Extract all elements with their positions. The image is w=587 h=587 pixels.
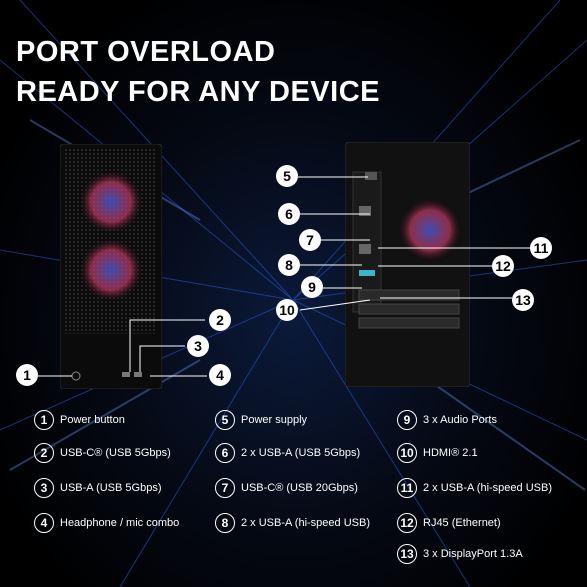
legend-item-8: 8 2 x USB-A (hi-speed USB) xyxy=(215,512,370,534)
audio-ports xyxy=(359,270,375,276)
legend-label-2: USB-C® (USB 5Gbps) xyxy=(60,447,171,460)
legend-item-13: 13 3 x DisplayPort 1.3A xyxy=(397,543,523,565)
rear-usb-a-hispeed xyxy=(359,244,371,254)
callout-9: 9 xyxy=(301,276,323,298)
legend-item-11: 11 2 x USB-A (hi-speed USB) xyxy=(397,477,552,499)
legend-label-11: 2 x USB-A (hi-speed USB) xyxy=(423,482,552,495)
front-fan-bottom xyxy=(78,237,144,303)
pc-rear-view xyxy=(345,142,470,387)
callout-1: 1 xyxy=(16,364,38,386)
legend-badge-13: 13 xyxy=(397,544,417,565)
callout-13: 13 xyxy=(512,289,534,311)
legend-item-4: 4 Headphone / mic combo xyxy=(34,512,179,534)
headline: PORT OVERLOAD READY FOR ANY DEVICE xyxy=(16,32,380,112)
legend-label-12: RJ45 (Ethernet) xyxy=(423,517,501,530)
legend-item-5: 5 Power supply xyxy=(215,409,307,431)
legend-item-10: 10 HDMI® 2.1 xyxy=(397,442,478,464)
legend-badge-12: 12 xyxy=(397,513,417,534)
legend-badge-3: 3 xyxy=(34,478,54,499)
legend-item-6: 6 2 x USB-A (USB 5Gbps) xyxy=(215,442,360,464)
legend-badge-9: 9 xyxy=(397,410,417,431)
pc-front-view xyxy=(60,144,162,389)
legend-badge-5: 5 xyxy=(215,410,235,431)
callout-2: 2 xyxy=(209,309,231,331)
rear-fan xyxy=(397,197,463,263)
callout-11: 11 xyxy=(530,237,552,259)
legend-badge-10: 10 xyxy=(397,443,417,464)
legend-badge-8: 8 xyxy=(215,513,235,534)
callout-12: 12 xyxy=(492,255,514,277)
power-supply-connector xyxy=(365,172,377,180)
legend-item-2: 2 USB-C® (USB 5Gbps) xyxy=(34,442,171,464)
legend-label-4: Headphone / mic combo xyxy=(60,517,180,530)
callout-3: 3 xyxy=(187,335,209,357)
legend-item-12: 12 RJ45 (Ethernet) xyxy=(397,512,501,534)
legend-label-9: 3 x Audio Ports xyxy=(423,414,497,427)
callout-10: 10 xyxy=(276,299,298,321)
expansion-slot-1 xyxy=(358,303,460,315)
legend-badge-6: 6 xyxy=(215,443,235,464)
legend-badge-2: 2 xyxy=(34,443,54,464)
legend-label-8: 2 x USB-A (hi-speed USB) xyxy=(241,517,370,530)
legend-item-1: 1 Power button xyxy=(34,409,125,431)
legend-label-6: 2 x USB-A (USB 5Gbps) xyxy=(241,447,361,460)
headline-line-1: PORT OVERLOAD xyxy=(16,36,276,68)
headline-line-2: READY FOR ANY DEVICE xyxy=(16,76,380,108)
callout-4: 4 xyxy=(209,364,231,386)
callout-5: 5 xyxy=(276,165,298,187)
legend-label-3: USB-A (USB 5Gbps) xyxy=(60,482,162,495)
legend-item-9: 9 3 x Audio Ports xyxy=(397,409,497,431)
callout-8: 8 xyxy=(278,254,300,276)
callout-6: 6 xyxy=(278,203,300,225)
legend-badge-4: 4 xyxy=(34,513,54,534)
front-usb-c-port xyxy=(134,372,142,377)
expansion-slot-2 xyxy=(358,317,460,329)
io-panel xyxy=(352,171,382,313)
legend-label-13: 3 x DisplayPort 1.3A xyxy=(423,548,523,561)
legend-label-5: Power supply xyxy=(241,414,308,427)
legend-badge-1: 1 xyxy=(34,410,54,431)
legend-badge-7: 7 xyxy=(215,478,235,499)
front-usb-a-port xyxy=(122,372,130,377)
legend-label-7: USB-C® (USB 20Gbps) xyxy=(241,482,358,495)
gpu-bracket xyxy=(358,289,460,301)
legend-item-7: 7 USB-C® (USB 20Gbps) xyxy=(215,477,358,499)
front-fan-top xyxy=(78,169,144,235)
legend-label-10: HDMI® 2.1 xyxy=(423,447,478,460)
legend-item-3: 3 USB-A (USB 5Gbps) xyxy=(34,477,161,499)
callout-7: 7 xyxy=(299,229,321,251)
rear-usb-a-5gbps xyxy=(359,206,371,216)
legend-label-1: Power button xyxy=(60,414,125,427)
legend-badge-11: 11 xyxy=(397,478,417,499)
